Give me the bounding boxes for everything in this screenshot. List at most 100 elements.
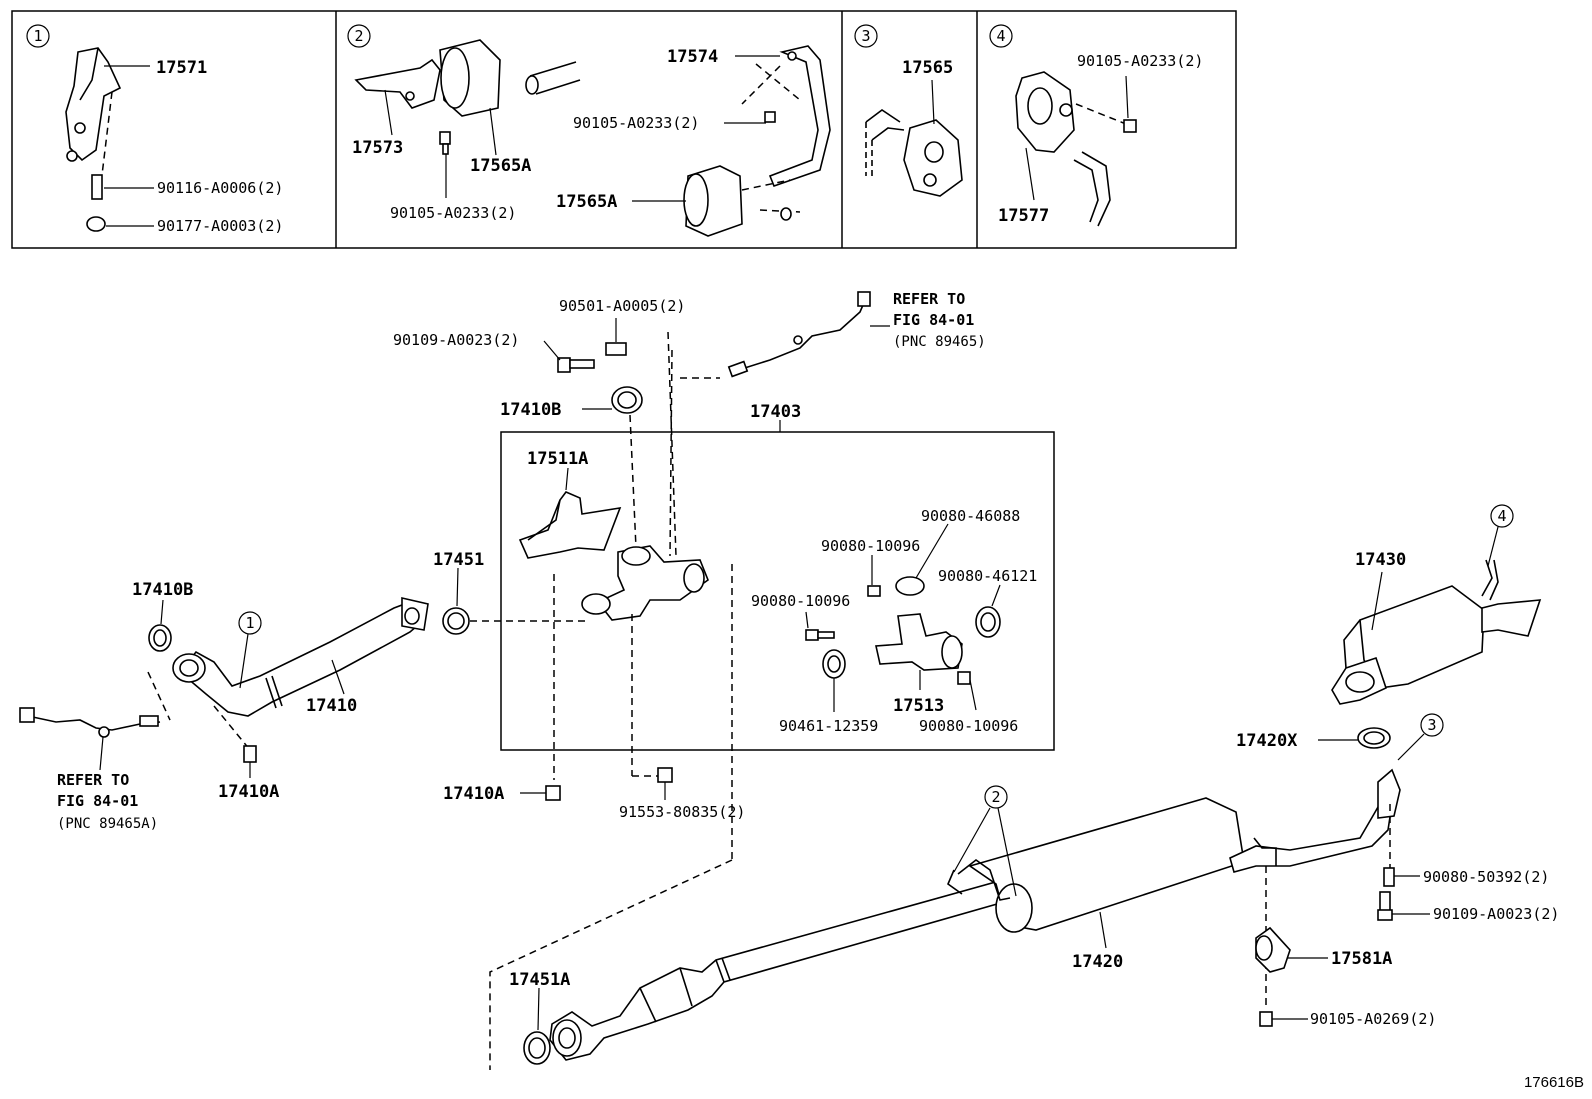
svg-text:(PNC 89465): (PNC 89465) <box>893 334 986 350</box>
label-90080-10096-b: 90080-10096 <box>751 592 850 610</box>
label-90177-a0003: 90177-A0003(2) <box>157 217 283 235</box>
callout-3-main: 3 <box>1397 713 1444 761</box>
panel-1-number: 1 <box>26 24 50 48</box>
label-17565a-top: 17565A <box>470 156 531 176</box>
stud-90501-drawing <box>605 318 627 356</box>
label-90080-50392: 90080-50392(2) <box>1423 868 1549 886</box>
svg-text:4: 4 <box>1497 507 1506 525</box>
callout-2-main: 2 <box>953 785 1017 897</box>
gasket-90461-drawing <box>822 649 846 712</box>
bolt-90105-a0233-a-drawing <box>439 131 451 198</box>
svg-text:FIG 84-01: FIG 84-01 <box>57 792 138 810</box>
label-17403: 17403 <box>750 402 801 422</box>
label-17451a: 17451A <box>509 970 570 990</box>
label-90105-a0233-b: 90105-A0233(2) <box>390 204 516 222</box>
bracket-17571-drawing <box>65 47 154 232</box>
label-90501-a0005: 90501-A0005(2) <box>559 297 685 315</box>
label-90461-12359: 90461-12359 <box>779 717 878 735</box>
hanger-17573-drawing <box>354 58 441 136</box>
bolt-90080-10096-a-drawing <box>867 555 881 597</box>
panel-2-number: 2 <box>347 24 371 48</box>
label-17410b-left: 17410B <box>132 580 193 600</box>
svg-text:2: 2 <box>991 788 1000 806</box>
label-17410a-left: 17410A <box>218 782 279 802</box>
label-17430: 17430 <box>1355 550 1406 570</box>
label-91553-80835: 91553-80835(2) <box>619 803 745 821</box>
label-17410: 17410 <box>306 696 357 716</box>
oxygen-sensor-lower <box>19 707 161 771</box>
center-muffler-17420-drawing <box>947 768 1401 933</box>
center-pipe-converter-drawing <box>549 877 1020 1061</box>
label-17420x: 17420X <box>1236 731 1298 751</box>
label-17574: 17574 <box>667 47 718 67</box>
label-90080-46088: 90080-46088 <box>921 507 1020 525</box>
label-17577: 17577 <box>998 206 1049 226</box>
svg-text:1: 1 <box>33 27 42 45</box>
svg-text:FIG 84-01: FIG 84-01 <box>893 311 974 329</box>
label-17451: 17451 <box>433 550 484 570</box>
svg-text:4: 4 <box>996 27 1005 45</box>
label-17581a: 17581A <box>1331 949 1392 969</box>
group-17403-box <box>500 431 1055 751</box>
inset-frame <box>11 10 1237 249</box>
nut-17410a-left-drawing <box>243 745 257 778</box>
gasket-17451a-drawing <box>523 987 551 1065</box>
pipe-stub-a <box>525 61 581 95</box>
label-90105-a0233-a: 90105-A0233(2) <box>573 114 699 132</box>
gasket-17410b-top-drawing <box>582 386 643 414</box>
oxygen-sensor-upper <box>727 291 890 378</box>
svg-text:3: 3 <box>861 27 870 45</box>
label-90109-a0023-lower: 90109-A0023(2) <box>1433 905 1559 923</box>
label-90080-10096-a: 90080-10096 <box>821 537 920 555</box>
figure-id: 176616B <box>1524 1074 1584 1091</box>
label-90080-46121: 90080-46121 <box>938 567 1037 585</box>
tail-muffler-17430-drawing <box>1331 559 1542 705</box>
svg-text:REFER TO: REFER TO <box>893 290 965 308</box>
bolt-90105-a0233-b-drawing <box>724 111 776 124</box>
svg-text:3: 3 <box>1427 716 1436 734</box>
label-90080-10096-c: 90080-10096 <box>919 717 1018 735</box>
heat-insulator-17511a-drawing <box>518 467 622 559</box>
nut-17410a-mid-drawing <box>520 785 561 801</box>
label-17420: 17420 <box>1072 952 1123 972</box>
insulator-17565a-bottom-drawing <box>632 165 801 237</box>
gasket-17420x-drawing <box>1318 727 1391 749</box>
ref-fig-84-01-upper: REFER TO FIG 84-01 (PNC 89465) <box>893 290 986 350</box>
bolt-91553-drawing <box>657 767 673 800</box>
inset-panels: 1 2 3 4 17571 90116-A0006(2) <box>11 10 1237 249</box>
bolt-90080-10096-b-drawing <box>805 611 835 641</box>
gasket-17451-drawing <box>442 567 586 635</box>
panel-4-number: 4 <box>989 24 1013 48</box>
hanger-17574-drawing <box>735 45 831 188</box>
front-pipe-17410-drawing <box>172 596 429 717</box>
label-17513: 17513 <box>893 696 944 716</box>
bolt-90080-10096-c-drawing <box>957 671 977 711</box>
bolt-90109-a0023-lower-drawing <box>1377 891 1430 921</box>
label-90116-a0006: 90116-A0006(2) <box>157 179 283 197</box>
label-90105-a0269: 90105-A0269(2) <box>1310 1010 1436 1028</box>
svg-text:REFER TO: REFER TO <box>57 771 129 789</box>
label-90109-a0023-upper: 90109-A0023(2) <box>393 331 519 349</box>
bracket-17577-drawing <box>1015 71 1137 227</box>
clamp-90080-46088-drawing <box>895 523 949 596</box>
clamp-90080-46121-drawing <box>975 584 1001 638</box>
callout-1-main: 1 <box>238 611 262 689</box>
bolt-90080-50392-drawing <box>1383 867 1420 887</box>
label-17410a-mid: 17410A <box>443 784 504 804</box>
label-17565: 17565 <box>902 58 953 78</box>
svg-text:(PNC 89465A): (PNC 89465A) <box>57 816 158 832</box>
bolt-90109-a0023-upper-drawing <box>543 340 595 373</box>
callout-4-main: 4 <box>1487 504 1514 567</box>
insulator-17565a-top-drawing <box>439 39 501 156</box>
insulator-17565-drawing <box>865 79 963 197</box>
pipe-17513-drawing <box>875 613 963 690</box>
svg-text:1: 1 <box>245 614 254 632</box>
bolt-90105-a0269-drawing <box>1259 1011 1308 1027</box>
cap-17581a-drawing <box>1255 926 1328 973</box>
label-17565a-bottom: 17565A <box>556 192 617 212</box>
ref-fig-84-01-lower: REFER TO FIG 84-01 (PNC 89465A) <box>57 771 158 832</box>
label-17410b-top: 17410B <box>500 400 561 420</box>
exhaust-manifold-pipe-drawing <box>581 545 709 621</box>
label-90105-a0233-c: 90105-A0233(2) <box>1077 52 1203 70</box>
